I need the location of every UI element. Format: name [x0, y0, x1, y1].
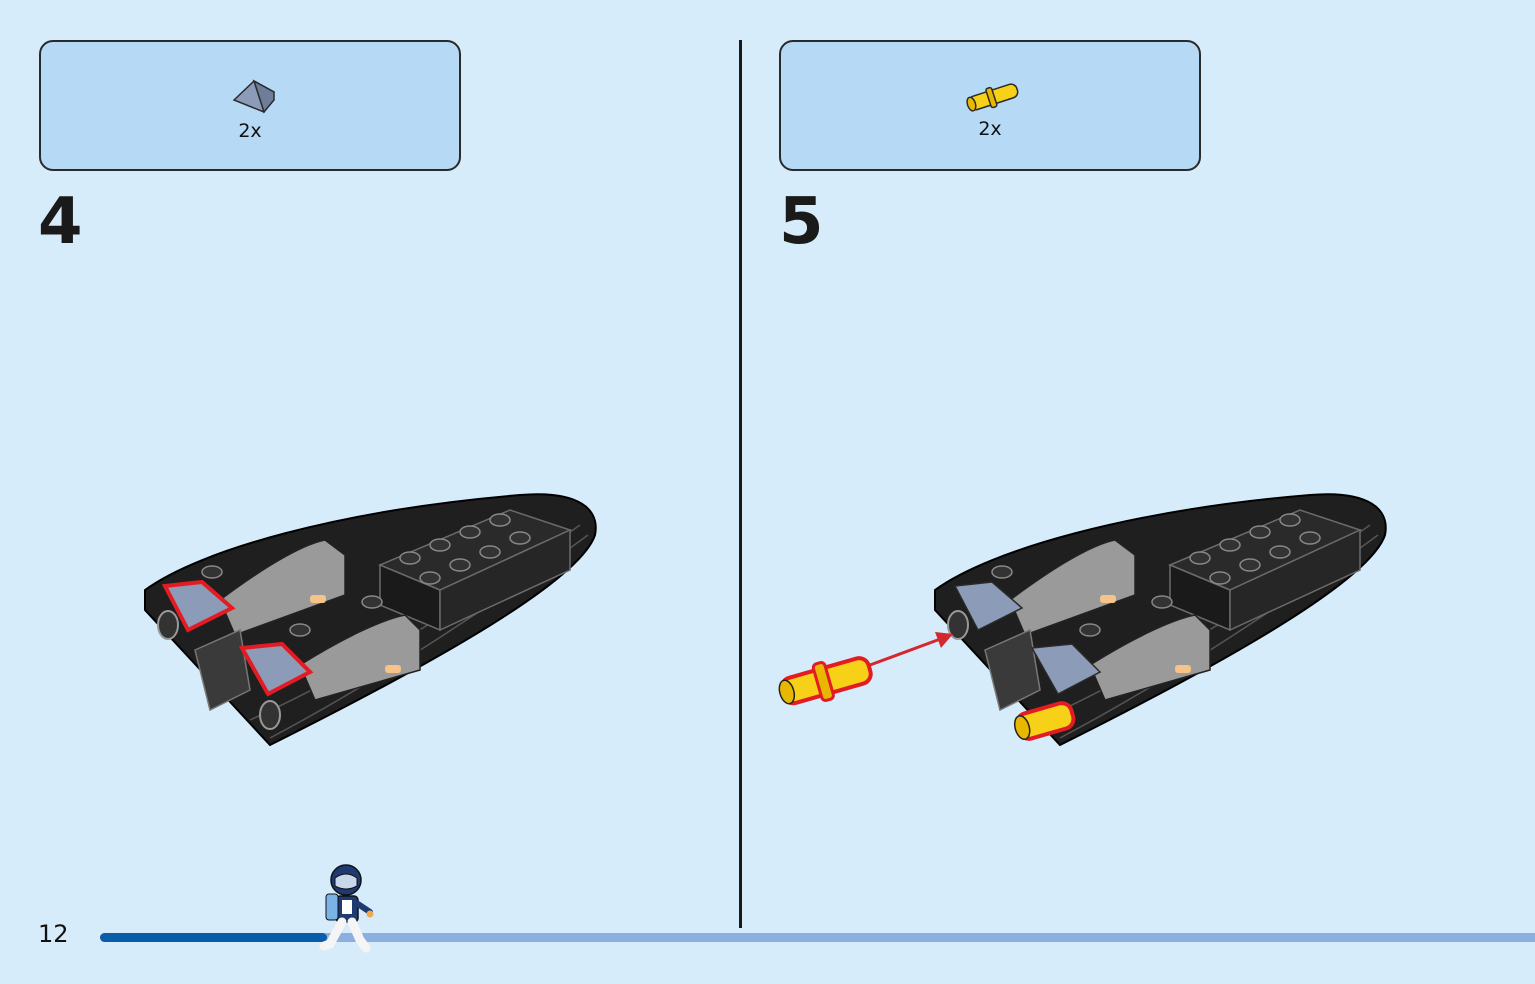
highlighted-slope-brick	[238, 641, 314, 697]
part-quantity: 2x	[238, 120, 262, 142]
part-quantity: 2x	[978, 118, 1002, 140]
technic-pin-icon	[966, 83, 1019, 112]
step-divider	[739, 40, 742, 928]
progress-fill	[100, 933, 327, 942]
highlighted-slope-brick	[161, 579, 236, 633]
step-4-parts-box: 2x	[39, 40, 461, 171]
step-number-5: 5	[779, 185, 824, 259]
step-5-model	[778, 493, 1387, 747]
step-4-model	[144, 493, 597, 747]
minifigure-runner-icon	[319, 864, 374, 953]
progress-bar	[100, 933, 1535, 942]
technic-pin-loose	[778, 656, 873, 706]
step-number-4: 4	[38, 185, 83, 259]
page-number: 12	[38, 920, 69, 948]
slope-brick-icon	[232, 79, 275, 114]
technic-pin-inserted	[1013, 701, 1076, 741]
step-5-parts-box: 2x	[779, 40, 1201, 171]
